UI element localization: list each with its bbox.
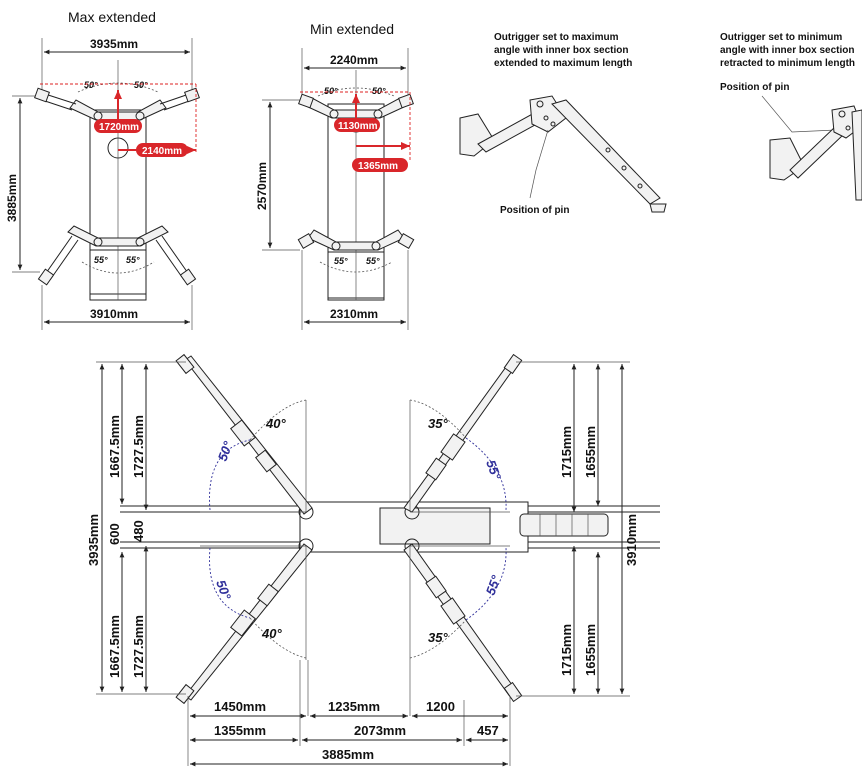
plan-angle-br-black: 35° [428, 630, 448, 645]
outrigger-min-diagram: Outrigger set to minimum angle with inne… [720, 32, 862, 201]
max-angle-top-right: 50° [134, 80, 148, 90]
plan-right-lower-outer: 1655mm [583, 624, 598, 676]
plan-bottom-row2-a: 1355mm [214, 723, 266, 738]
plan-bottom-row1-a: 1450mm [214, 699, 266, 714]
plan-left-mid-inner: 480 [131, 520, 146, 542]
plan-angle-tr-black: 35° [428, 416, 448, 431]
min-extended-title: Min extended [310, 21, 394, 37]
plan-angle-br-blue: 55° [483, 573, 504, 597]
plan-right-lower-inner: 1715mm [559, 624, 574, 676]
max-bottom-width: 3910mm [90, 307, 138, 321]
plan-bottom-row2-b: 2073mm [354, 723, 406, 738]
plan-right-total: 3910mm [624, 514, 639, 566]
outrigger-min-pin-label: Position of pin [720, 82, 789, 93]
plan-bottom-row2-c: 457 [477, 723, 499, 738]
min-angle-top-left: 50° [324, 86, 338, 96]
outrigger-min-note-1: Outrigger set to minimum [720, 32, 842, 43]
plan-bottom-row1-b: 1235mm [328, 699, 380, 714]
max-top-width: 3935mm [90, 37, 138, 51]
plan-angle-bl-blue: 50° [213, 578, 234, 602]
min-height: 2570mm [255, 162, 269, 210]
max-height: 3885mm [5, 174, 19, 222]
plan-bottom-row1-c: 1200 [426, 699, 455, 714]
max-extended-diagram: Max extended 3935mm 3885mm [5, 9, 200, 330]
outrigger-arm-top-right [403, 353, 523, 513]
outrigger-min-note-3: retracted to minimum length [720, 58, 855, 69]
min-bottom-width: 2310mm [330, 307, 378, 321]
max-angle-bottom-left: 55° [94, 255, 108, 265]
min-red-label-1: 1130mm [338, 121, 378, 132]
min-top-width: 2240mm [330, 53, 378, 67]
plan-left-upper-inner: 1727.5mm [131, 415, 146, 478]
outrigger-max-note-1: Outrigger set to maximum [494, 32, 619, 43]
outrigger-min-note-2: angle with inner box section [720, 45, 854, 56]
min-red-label-2: 1365mm [358, 161, 398, 172]
min-extended-diagram: Min extended 2240mm 2570mm 50° 50° 55° 5… [255, 21, 415, 330]
outrigger-max-diagram: Outrigger set to maximum angle with inne… [459, 32, 667, 216]
plan-right-upper-inner: 1715mm [559, 426, 574, 478]
plan-left-lower-outer: 1667.5mm [107, 615, 122, 678]
plan-right-upper-outer: 1655mm [583, 426, 598, 478]
max-bottom-bracket [67, 225, 169, 247]
outrigger-max-note-2: angle with inner box section [494, 45, 628, 56]
plan-angle-tr-blue: 55° [483, 458, 504, 482]
plan-left-total: 3935mm [86, 514, 101, 566]
min-angle-bottom-right: 55° [366, 256, 380, 266]
plan-left-lower-inner: 1727.5mm [131, 615, 146, 678]
outrigger-max-note-3: extended to maximum length [494, 58, 632, 69]
max-extended-title: Max extended [68, 9, 156, 25]
outrigger-max-pin-label: Position of pin [500, 205, 569, 216]
plan-left-mid-outer: 600 [107, 523, 122, 545]
max-red-label-1: 1720mm [99, 122, 139, 133]
plan-angle-tl-blue: 50° [215, 439, 236, 463]
outrigger-arm-top-left [175, 353, 313, 515]
max-angle-bottom-right: 55° [126, 255, 140, 265]
plan-angle-tl-black: 40° [265, 416, 286, 431]
max-angle-top-left: 50° [84, 80, 98, 90]
plan-left-upper-outer: 1667.5mm [107, 415, 122, 478]
plan-view-diagram: 40° 50° 35° 55° 50° 40° 35° 55° 3935mm 1… [86, 353, 660, 767]
max-red-label-2: 2140mm [142, 146, 182, 157]
min-angle-bottom-left: 55° [334, 256, 348, 266]
plan-angle-bl-black: 40° [261, 626, 282, 641]
min-angle-top-right: 50° [372, 86, 386, 96]
outrigger-arm-bottom-right [403, 543, 523, 703]
outrigger-arm-bottom-left [175, 543, 313, 705]
plan-bottom-total: 3885mm [322, 747, 374, 762]
